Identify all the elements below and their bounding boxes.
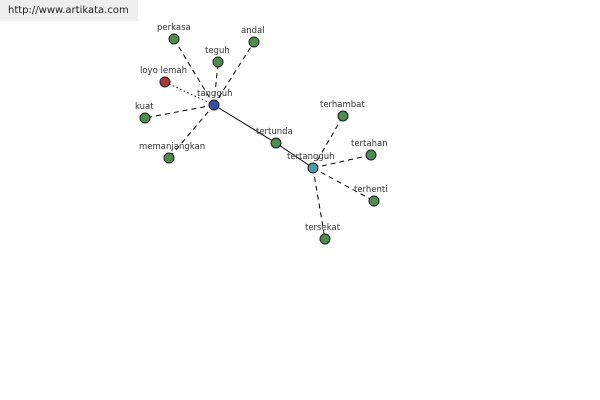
node-andal[interactable] [248, 36, 260, 48]
edge-tangguh-andal [213, 41, 255, 106]
node-label-tertangguh[interactable]: tertangguh [287, 152, 335, 162]
node-label-terhenti[interactable]: terhenti [354, 185, 388, 195]
node-kuat[interactable] [139, 112, 151, 124]
node-label-loyo-lemah[interactable]: loyo lemah [140, 66, 187, 76]
node-label-teguh[interactable]: teguh [205, 46, 230, 56]
node-teguh[interactable] [212, 56, 224, 68]
node-terhambat[interactable] [337, 110, 349, 122]
node-tertangguh[interactable] [307, 162, 319, 174]
nodes-layer [139, 33, 380, 245]
node-tertunda[interactable] [270, 137, 282, 149]
node-tertahan[interactable] [365, 149, 377, 161]
node-loyo-lemah[interactable] [159, 76, 171, 88]
edge-tangguh-loyo-lemah [164, 81, 215, 106]
labels-layer: tangguh tertangguh perkasa andal teguh loyo l… [135, 23, 388, 233]
edge-tertangguh-tersekat [312, 167, 326, 240]
edge-tertangguh-terhenti [312, 167, 375, 202]
edge-tertangguh-tertahan [312, 154, 372, 169]
node-label-tersekat[interactable]: tersekat [305, 223, 341, 233]
edge-tangguh-tertunda [213, 104, 277, 144]
edge-tangguh-kuat [144, 104, 215, 119]
node-memanjangkan[interactable] [163, 152, 175, 164]
edge-tertunda-tertangguh [275, 142, 314, 169]
node-label-memanjangkan[interactable]: memanjangkan [139, 142, 205, 152]
source-bar: http://www.artikata.com [0, 0, 138, 21]
node-tangguh[interactable] [208, 99, 220, 111]
node-label-andal[interactable]: andal [241, 26, 265, 36]
source-link[interactable]: http://www.artikata.com [8, 5, 129, 16]
node-label-tertunda[interactable]: tertunda [256, 127, 293, 137]
node-label-terhambat[interactable]: terhambat [320, 100, 365, 110]
edge-tangguh-perkasa [173, 38, 215, 106]
node-label-perkasa[interactable]: perkasa [157, 23, 191, 33]
node-perkasa[interactable] [168, 33, 180, 45]
edges-layer [144, 38, 375, 240]
node-label-kuat[interactable]: kuat [135, 102, 154, 112]
node-terhenti[interactable] [368, 195, 380, 207]
node-label-tangguh[interactable]: tangguh [197, 89, 233, 99]
node-label-tertahan[interactable]: tertahan [351, 139, 388, 149]
edge-tangguh-teguh [213, 61, 219, 106]
edge-tertangguh-terhambat [312, 115, 344, 169]
edge-tangguh-memanjangkan [168, 104, 215, 159]
node-tersekat[interactable] [319, 233, 331, 245]
